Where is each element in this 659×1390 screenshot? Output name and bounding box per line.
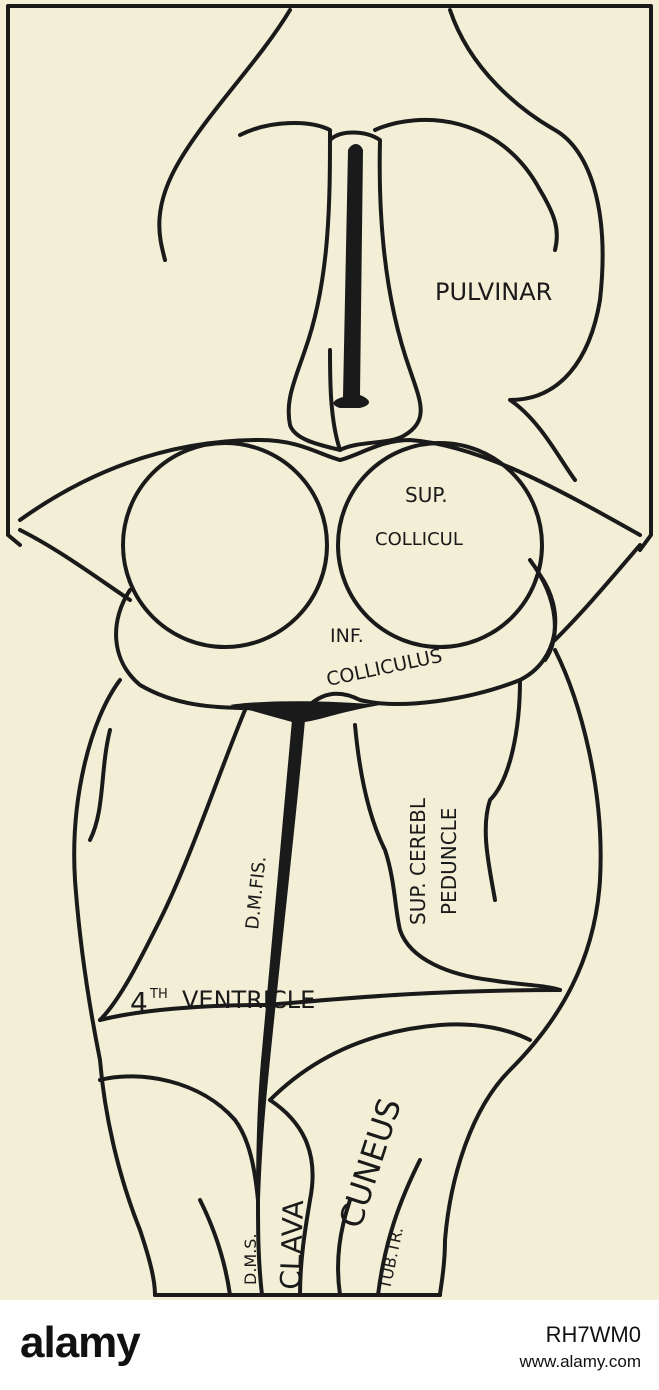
tub-tr-line: [376, 1158, 422, 1297]
inferior-colliculus-outline: [114, 573, 558, 717]
image-code: RH7WM0: [545, 1322, 641, 1347]
label-ventricle-number: 4: [130, 986, 148, 1019]
midline-groove: [333, 144, 369, 408]
left-inner-line: [98, 708, 247, 1022]
fissure-junction: [230, 701, 380, 722]
colliculus-lower-right: [528, 558, 557, 662]
left-medulla-contour: [72, 678, 157, 1297]
label-dm-fis: D.M.FIS.: [242, 855, 271, 930]
left-pulvinar-outline: [18, 438, 642, 537]
midline-groove-outline: [328, 130, 423, 452]
cuneus-upper-line: [268, 1022, 532, 1102]
dorsal-median-fissure: [256, 720, 305, 1200]
label-ventricle: VENTRICLE: [182, 986, 315, 1014]
site-url: www.alamy.com: [519, 1352, 641, 1371]
clava-right-curve: [268, 1098, 315, 1297]
label-inf-colliculus-1: INF.: [330, 625, 364, 647]
label-sup-colliculus-2: COLLICUL: [375, 529, 463, 550]
label-sup-colliculus-1: SUP.: [405, 483, 448, 507]
label-tub-tr: TUB.TR.: [375, 1225, 407, 1292]
right-medulla-contour: [438, 648, 603, 1297]
left-lateral-line: [18, 528, 132, 602]
label-ventricle-superscript: TH: [149, 987, 168, 1002]
label-clava: CLAVA: [274, 1199, 310, 1290]
ventricle-lower-line: [98, 988, 562, 1022]
dms-left-line: [198, 1198, 232, 1297]
frame-outline: [6, 4, 653, 552]
right-thalamus-lobe: [373, 118, 559, 252]
dms-right-line: [256, 1198, 264, 1297]
sup-cerebellar-peduncle-outline: [353, 723, 562, 992]
left-thalamus-lobe: [238, 121, 342, 452]
brainstem-diagram: PULVINAR SUP. COLLICUL INF. COLLICULUS S…: [6, 4, 653, 1297]
left-small-groove: [88, 728, 112, 842]
right-superior-colliculus: [336, 441, 544, 649]
label-peduncle: PEDUNCLE: [437, 808, 461, 915]
right-lateral-line: [553, 543, 642, 642]
cuneus-inner-line: [336, 1198, 352, 1297]
clava-left-curve: [98, 1074, 260, 1202]
left-thalamus-outline: [157, 8, 292, 262]
label-sup-cerebl: SUP. CEREBL: [406, 797, 430, 925]
right-thalamus-outer: [448, 8, 605, 482]
left-superior-colliculus: [121, 441, 329, 649]
watermark-footer: alamy RH7WM0 www.alamy.com: [0, 1300, 659, 1390]
alamy-logo: alamy: [20, 1318, 141, 1367]
peduncle-right-line: [483, 678, 522, 902]
label-inf-colliculus-2: COLLICULUS: [324, 645, 444, 691]
label-pulvinar: PULVINAR: [435, 278, 552, 306]
label-dms: D.M.S.: [241, 1233, 260, 1285]
